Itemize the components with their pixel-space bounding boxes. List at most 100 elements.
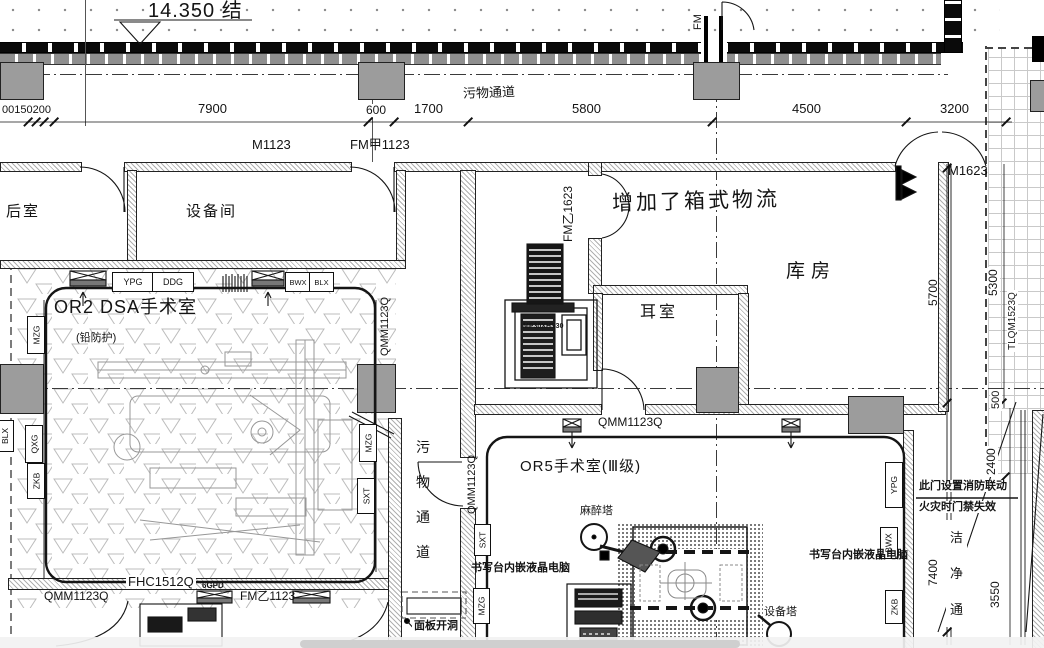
wall-segment (944, 0, 962, 52)
door-label-qmm1123q-or5-top: QMM1123Q (596, 415, 665, 430)
dim-label: 5700 (926, 279, 940, 306)
door-frame (704, 16, 708, 62)
tag-label: SXT (361, 487, 371, 505)
tag-label: MZG (476, 596, 487, 616)
tag-label: ZKB (889, 598, 899, 616)
wall-tag-sxt: SXT (357, 478, 375, 514)
dim-label: 1700 (412, 101, 445, 117)
room-label-or2: OR2 DSA手术室 (54, 297, 198, 317)
wall-tag-bwx: BWX (285, 272, 311, 292)
column (0, 364, 44, 414)
wall-segment (0, 260, 406, 269)
wall-segment (0, 162, 82, 172)
door-frame (719, 16, 723, 62)
dim-label: 5300 (986, 267, 1001, 298)
dotted-ceiling-strip (0, 0, 1000, 42)
room-label-equipment-room: 设备间 (186, 203, 238, 220)
door-label-fm-b-1623: FM乙1623 (561, 185, 575, 242)
dim-label: 7900 (196, 101, 229, 117)
wall-tag-qxg: QXG (25, 425, 43, 463)
wall-segment (588, 162, 602, 176)
door-label-qmm1123q-or5-side: QMM1123Q (466, 454, 478, 514)
wall-segment (127, 170, 137, 264)
wall-tag-mzg: MZG (473, 588, 490, 624)
tag-label: BWX (289, 277, 307, 287)
bottom-overlay-pill (300, 640, 740, 648)
dashed-boundary (985, 47, 1044, 50)
wall-tag-mzg: MZG (27, 316, 45, 354)
wall-tag-blx: BLX (309, 272, 334, 292)
wall-tag-zkb: ZKB (885, 590, 903, 624)
annotation-box-logistics: 增加了箱式物流 (611, 187, 781, 216)
wall-segment (903, 430, 914, 648)
centerline (8, 74, 948, 76)
column (358, 62, 405, 100)
door-label-qmm1123q-bottom: QMM1123Q (44, 589, 109, 603)
wall-segment (474, 404, 602, 415)
wall-tag-ddg: DDG (152, 272, 194, 292)
wall-tag-ypg: YPG (112, 272, 154, 292)
dim-label: 600 (364, 103, 389, 118)
dim-tick (463, 116, 473, 127)
annotation-gpd: 6GPD (202, 581, 224, 590)
annotation-fire-line1: 此门设置消防联动 (917, 480, 1009, 493)
tag-label: BLX (314, 277, 329, 287)
annotation-anesthesia-tower: 麻醉塔 (580, 505, 613, 517)
annotation-equip-code: MP30XHS30 (523, 323, 564, 330)
door-label-fhc1512q: FHC1512Q (126, 574, 196, 590)
column (696, 367, 739, 413)
room-label-ear-room: 耳室 (640, 304, 679, 321)
wall-segment (593, 293, 603, 371)
dim-tick (901, 116, 911, 127)
column (693, 62, 740, 100)
room-label-storeroom: 库房 (786, 261, 837, 282)
dim-label: 7400 (926, 559, 940, 586)
door-label-qmm1123q-or2: QMM1123Q (379, 296, 391, 356)
dim-label: 5800 (570, 101, 603, 117)
axis-line (85, 0, 86, 126)
dim-label: 4500 (790, 101, 823, 117)
room-label-or2-sub: (铅防护) (76, 332, 117, 344)
annotation-lcd-left: 书写台内嵌液晶电脑 (471, 562, 570, 574)
room-label-or5: OR5手术室(Ⅲ级) (520, 458, 642, 475)
wall-segment (738, 293, 749, 412)
dashed-boundary (985, 46, 988, 476)
column (0, 62, 44, 100)
wall-segment (0, 42, 963, 53)
door-label-fm-top: FM (692, 14, 704, 30)
wall-segment (396, 170, 406, 268)
wall-segment (124, 162, 352, 172)
wall-segment (1032, 410, 1044, 648)
tag-label: BLX (0, 427, 11, 445)
tag-label: MZG (363, 433, 374, 453)
corridor-label-waste-vertical: 污物通道 (416, 439, 430, 560)
corridor-label-waste-top: 污物通道 (462, 84, 516, 101)
tag-label: YPG (889, 476, 900, 494)
tag-label: DDG (163, 277, 183, 287)
wall-tag-ypg: YPG (885, 462, 903, 508)
tag-label: QXG (29, 434, 39, 454)
column (357, 364, 396, 413)
wall-segment (1032, 36, 1044, 62)
centerline (0, 388, 1044, 390)
tag-label: ZKB (31, 472, 41, 490)
room-label-back-room: 后室 (6, 203, 41, 220)
wall-tag-zkb: ZKB (27, 463, 45, 499)
dim-label: 2400 (984, 446, 999, 477)
dim-label: 500 (990, 388, 1003, 411)
door-label-tlqm1523q: TLQM1523Q (1007, 290, 1018, 352)
door-label-fm-b-1123: FM乙1123 (240, 589, 296, 603)
door-label-m1623: M1623 (948, 163, 988, 178)
dim-label: 3200 (938, 101, 971, 117)
dim-tick (942, 626, 952, 637)
annotation-equipment-tower: 设备塔 (764, 606, 797, 618)
dim-label: 3550 (988, 579, 1003, 610)
dim-tick (389, 116, 399, 127)
wall-tag-mzg: MZG (359, 424, 377, 462)
dim-tick (49, 116, 59, 127)
corridor-label-clean-vertical: 洁净通 (946, 520, 967, 628)
tag-label: YPG (123, 277, 143, 287)
dim-label: 00150200 (0, 104, 53, 117)
centerline (716, 62, 718, 648)
